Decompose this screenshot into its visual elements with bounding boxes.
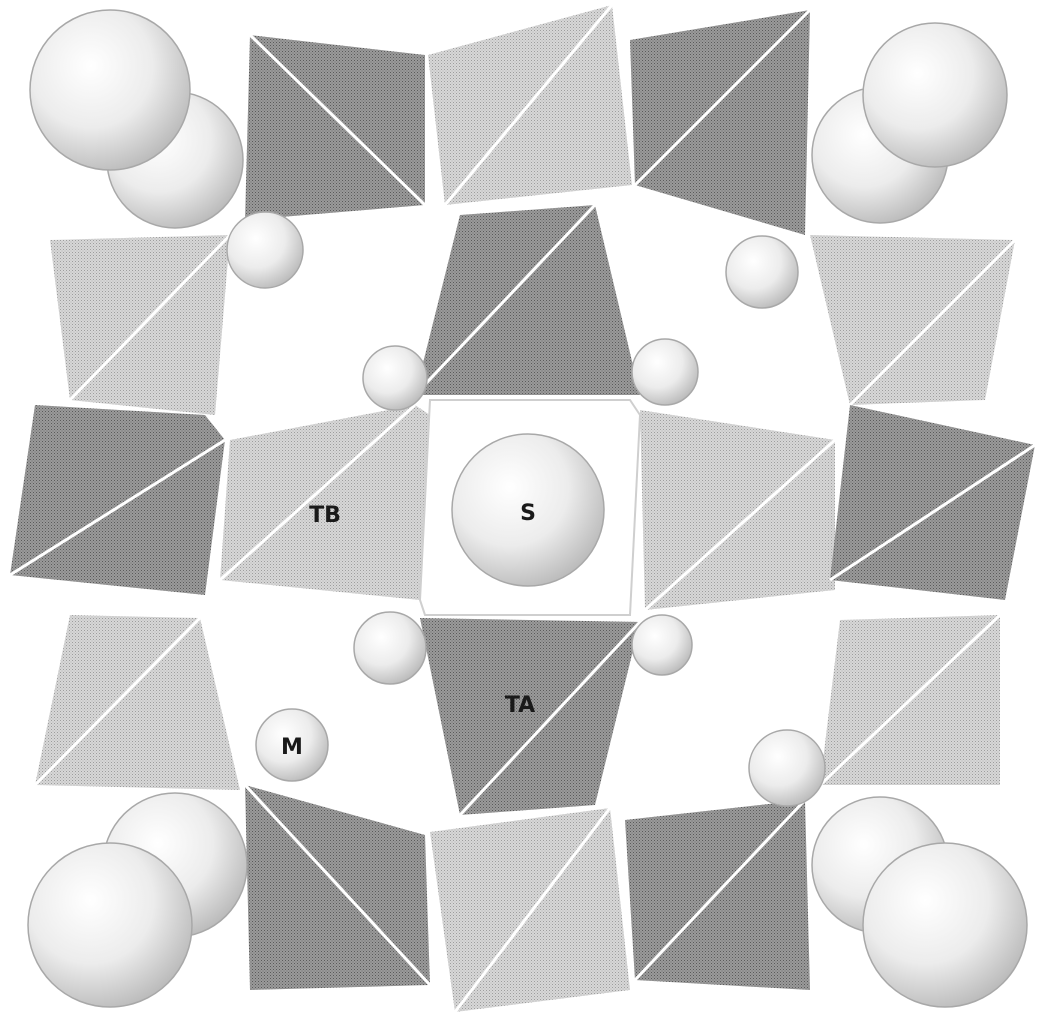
large-sphere [862,22,1008,168]
small-sphere [353,611,427,685]
polyhedron-tb [220,405,430,600]
large-sphere [862,842,1028,1008]
polyhedron-top-right [630,10,810,235]
small-sphere [631,614,693,676]
small-sphere [226,211,304,289]
label-tb: TB [309,503,341,528]
large-sphere [29,9,191,171]
spheres [27,9,1028,1008]
polyhedron-right-upper [810,235,1015,405]
small-sphere [748,729,826,807]
polyhedron-bottom-center [430,808,630,1012]
small-sphere [362,345,428,411]
top-row-polyhedra [245,4,812,235]
labels: TB S TA M [281,501,536,760]
middle-row-polyhedra [9,399,1036,616]
large-sphere [27,842,193,1008]
small-sphere [631,338,699,406]
label-m: M [281,735,303,760]
label-s: S [520,501,536,526]
polyhedron-left-lower [35,615,240,790]
bottom-row-polyhedra [243,783,810,1013]
small-sphere [725,235,799,309]
polyhedron-center-upper [415,205,640,395]
s-sphere [451,433,605,587]
polyhedron-middle-far-right [830,405,1035,600]
polyhedron-middle-right [640,410,835,610]
fourth-row-polyhedra [33,613,1002,817]
polyhedron-middle-far-left [10,405,225,595]
second-row-polyhedra [50,203,1017,415]
label-ta: TA [505,693,535,718]
polyhedron-ta [420,618,640,815]
polyhedron-top-left [245,35,425,220]
m-sphere [255,708,329,782]
